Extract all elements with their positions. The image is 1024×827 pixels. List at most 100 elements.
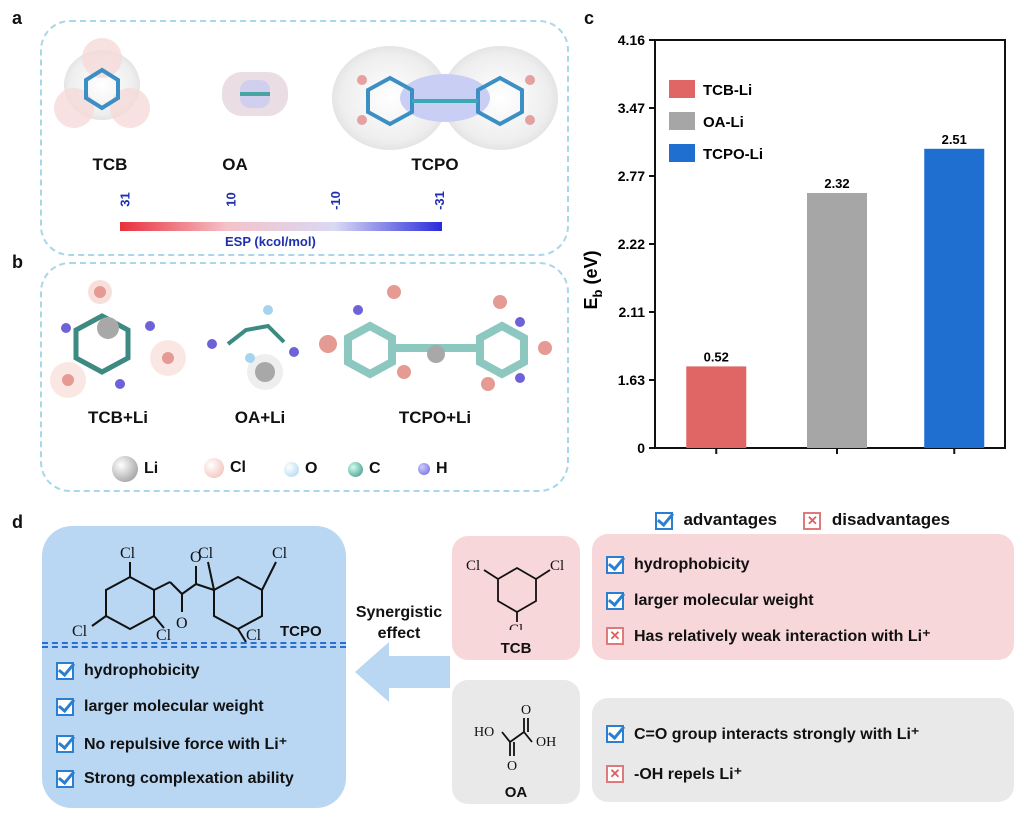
pros-cons-legend: advantages ✕ disadvantages bbox=[655, 510, 950, 530]
check-icon bbox=[606, 556, 624, 574]
tcpo-item-4: Strong complexation ability bbox=[56, 770, 294, 788]
tcb-cl-2: Cl bbox=[550, 558, 564, 574]
y-tick-label: 1.63 bbox=[618, 372, 645, 388]
disadvantage-x-icon: ✕ bbox=[803, 511, 822, 530]
check-icon bbox=[56, 662, 74, 680]
oa-pro-1-text: C=O group interacts strongly with Li⁺ bbox=[634, 726, 920, 743]
atom-legend-o: O bbox=[284, 460, 317, 478]
oa-structure-card bbox=[452, 680, 580, 804]
atom-legend-c: C bbox=[348, 460, 381, 478]
disadvantages-label: disadvantages bbox=[831, 510, 951, 529]
tcb-structure: Cl Cl Cl bbox=[466, 558, 564, 630]
tcpo-item-1: hydrophobicity bbox=[56, 662, 200, 680]
tcpo-li-label: TCPO+Li bbox=[398, 408, 472, 427]
y-tick-label: 0 bbox=[637, 440, 645, 456]
esp-tick-31: 31 bbox=[117, 192, 133, 207]
x-icon: ✕ bbox=[606, 627, 624, 645]
bar-tcpo-li bbox=[924, 148, 985, 449]
synergistic-effect-label: Synergistic effect bbox=[347, 602, 451, 644]
tcb-pro-2: larger molecular weight bbox=[606, 592, 814, 610]
synergy-arrow-icon bbox=[355, 642, 450, 702]
legend-label: TCPO-Li bbox=[703, 146, 763, 163]
tcpo-li-complex bbox=[319, 285, 552, 391]
cl-atom-icon bbox=[204, 458, 224, 478]
li-legend-label: Li bbox=[144, 460, 159, 477]
oa-atom-oh: OH bbox=[536, 735, 556, 750]
oa-structure-label: OA bbox=[504, 784, 528, 801]
tcpo-o-2: O bbox=[190, 549, 202, 566]
legend-label: TCB-Li bbox=[703, 82, 752, 99]
tcpo-label: TCPO bbox=[411, 155, 459, 174]
esp-colorbar bbox=[120, 222, 442, 231]
tcpo-cl-3: Cl bbox=[156, 627, 172, 642]
bar-value-label: 2.51 bbox=[942, 132, 967, 147]
y-tick-label: 2.77 bbox=[618, 168, 645, 184]
tcb-structure-label: TCB bbox=[500, 640, 532, 657]
oa-li-label: OA+Li bbox=[234, 408, 286, 427]
oa-esp-surface bbox=[222, 72, 288, 116]
y-tick-label: 4.16 bbox=[618, 32, 645, 48]
check-icon bbox=[606, 592, 624, 610]
bar-oa-li bbox=[807, 193, 867, 448]
check-icon bbox=[56, 770, 74, 788]
h-legend-label: H bbox=[436, 460, 448, 477]
tcpo-item-3: No repulsive force with Li⁺ bbox=[56, 734, 287, 754]
tcb-con-1-text: Has relatively weak interaction with Li⁺ bbox=[634, 628, 931, 645]
tcpo-item-1-text: hydrophobicity bbox=[84, 662, 200, 679]
atom-legend-h: H bbox=[418, 460, 448, 478]
check-icon bbox=[606, 725, 624, 743]
tcb-pro-2-text: larger molecular weight bbox=[634, 592, 814, 609]
check-icon bbox=[56, 698, 74, 716]
esp-tick-neg10: -10 bbox=[327, 191, 343, 210]
oa-con-1-text: -OH repels Li⁺ bbox=[634, 766, 743, 783]
h-atom-icon bbox=[418, 463, 430, 475]
c-legend-label: C bbox=[369, 460, 381, 477]
panel-label-d: d bbox=[12, 512, 23, 532]
oa-pro-1: C=O group interacts strongly with Li⁺ bbox=[606, 724, 919, 744]
legend-swatch bbox=[669, 144, 695, 162]
oa-atom-o-1: O bbox=[507, 759, 517, 770]
oa-label: OA bbox=[222, 155, 248, 174]
effect-text: effect bbox=[377, 625, 421, 642]
tcpo-structure-label: TCPO bbox=[280, 623, 322, 640]
esp-colorbar-title: ESP (kcol/mol) bbox=[225, 234, 316, 249]
tcb-cl-1: Cl bbox=[466, 558, 480, 574]
atom-legend-cl: Cl bbox=[204, 458, 246, 478]
oa-atom-ho: HO bbox=[474, 725, 494, 740]
oa-properties-card bbox=[592, 698, 1014, 802]
tcpo-structure: Cl Cl Cl Cl Cl Cl O O bbox=[72, 545, 288, 642]
li-complex-illustration bbox=[50, 280, 552, 398]
tcpo-card bbox=[42, 526, 346, 808]
tcb-pro-1-text: hydrophobicity bbox=[634, 556, 750, 573]
y-tick-label: 2.11 bbox=[619, 304, 646, 320]
tcb-label: TCB bbox=[92, 155, 128, 174]
esp-surfaces-illustration bbox=[54, 38, 558, 150]
tcpo-cl-1: Cl bbox=[120, 545, 136, 562]
tcb-cl-3: Cl bbox=[509, 622, 523, 630]
tcpo-card-divider-2 bbox=[42, 646, 346, 648]
tcb-structure-card bbox=[452, 536, 580, 660]
y-axis-label: Eb (eV) bbox=[581, 251, 605, 310]
tcpo-cl-6: Cl bbox=[246, 627, 262, 642]
o-atom-icon bbox=[284, 461, 299, 477]
tcpo-cl-4: Cl bbox=[198, 545, 214, 562]
bar-tcb-li bbox=[686, 366, 747, 448]
tcpo-item-3-text: No repulsive force with Li⁺ bbox=[84, 736, 288, 753]
y-tick-label: 2.22 bbox=[618, 236, 645, 252]
y-tick-label: 3.47 bbox=[618, 100, 645, 116]
legend-swatch bbox=[669, 80, 695, 98]
cl-legend-label: Cl bbox=[230, 459, 246, 476]
tcpo-cl-2: Cl bbox=[72, 623, 88, 640]
c-atom-icon bbox=[348, 461, 363, 477]
li-atom-icon bbox=[112, 456, 138, 482]
atom-legend-li: Li bbox=[112, 456, 158, 482]
binding-energy-chart: Eb (eV) 01.632.112.222.773.474.160.522.3… bbox=[581, 32, 1006, 456]
tcb-con-1: ✕ Has relatively weak interaction with Li… bbox=[606, 626, 931, 646]
oa-structure: HO OH O O bbox=[474, 703, 556, 770]
tcpo-cl-5: Cl bbox=[272, 545, 288, 562]
panel-b-frame bbox=[40, 262, 569, 492]
oa-li-complex bbox=[207, 305, 299, 390]
tcpo-item-2-text: larger molecular weight bbox=[84, 698, 264, 715]
legend-swatch bbox=[669, 112, 695, 130]
esp-tick-neg31: -31 bbox=[431, 191, 447, 210]
